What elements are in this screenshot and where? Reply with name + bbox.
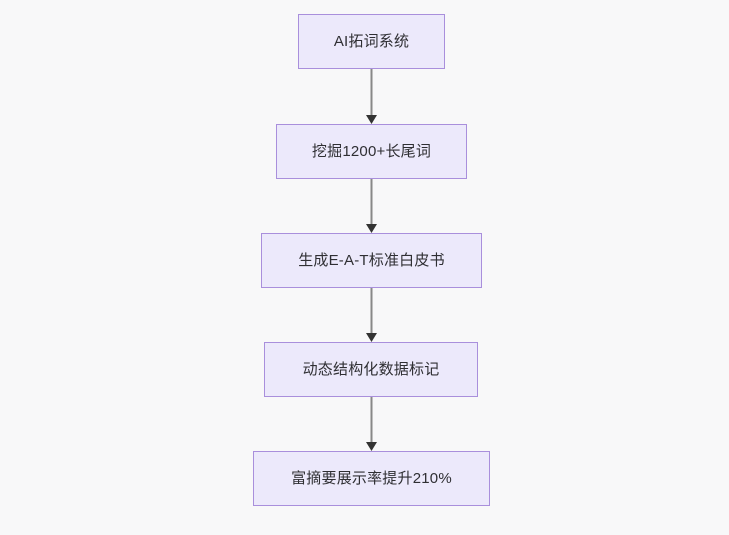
flowchart-node-rich-snippet-rate[interactable]: 富摘要展示率提升210% xyxy=(253,451,490,506)
flowchart-edge-n2-n3 xyxy=(365,179,378,233)
arrow-down-icon xyxy=(366,69,377,124)
flowchart-node-mine-longtail-keywords[interactable]: 挖掘1200+长尾词 xyxy=(276,124,467,179)
node-label: 挖掘1200+长尾词 xyxy=(311,143,432,160)
flowchart-edge-n4-n5 xyxy=(365,397,378,451)
node-label: 富摘要展示率提升210% xyxy=(291,470,452,487)
flowchart-node-dynamic-structured-data[interactable]: 动态结构化数据标记 xyxy=(264,342,478,397)
flowchart-node-ai-keyword-system[interactable]: AI拓词系统 xyxy=(298,14,445,69)
arrow-down-icon xyxy=(366,288,377,342)
flowchart-node-generate-eat-whitepaper[interactable]: 生成E-A-T标准白皮书 xyxy=(261,233,482,288)
arrow-down-icon xyxy=(366,179,377,233)
node-label: 动态结构化数据标记 xyxy=(302,361,440,378)
arrow-down-icon xyxy=(366,397,377,451)
flowchart-edge-n3-n4 xyxy=(365,288,378,342)
node-label: 生成E-A-T标准白皮书 xyxy=(298,252,445,269)
node-label: AI拓词系统 xyxy=(333,33,410,50)
flowchart-edge-n1-n2 xyxy=(365,69,378,124)
